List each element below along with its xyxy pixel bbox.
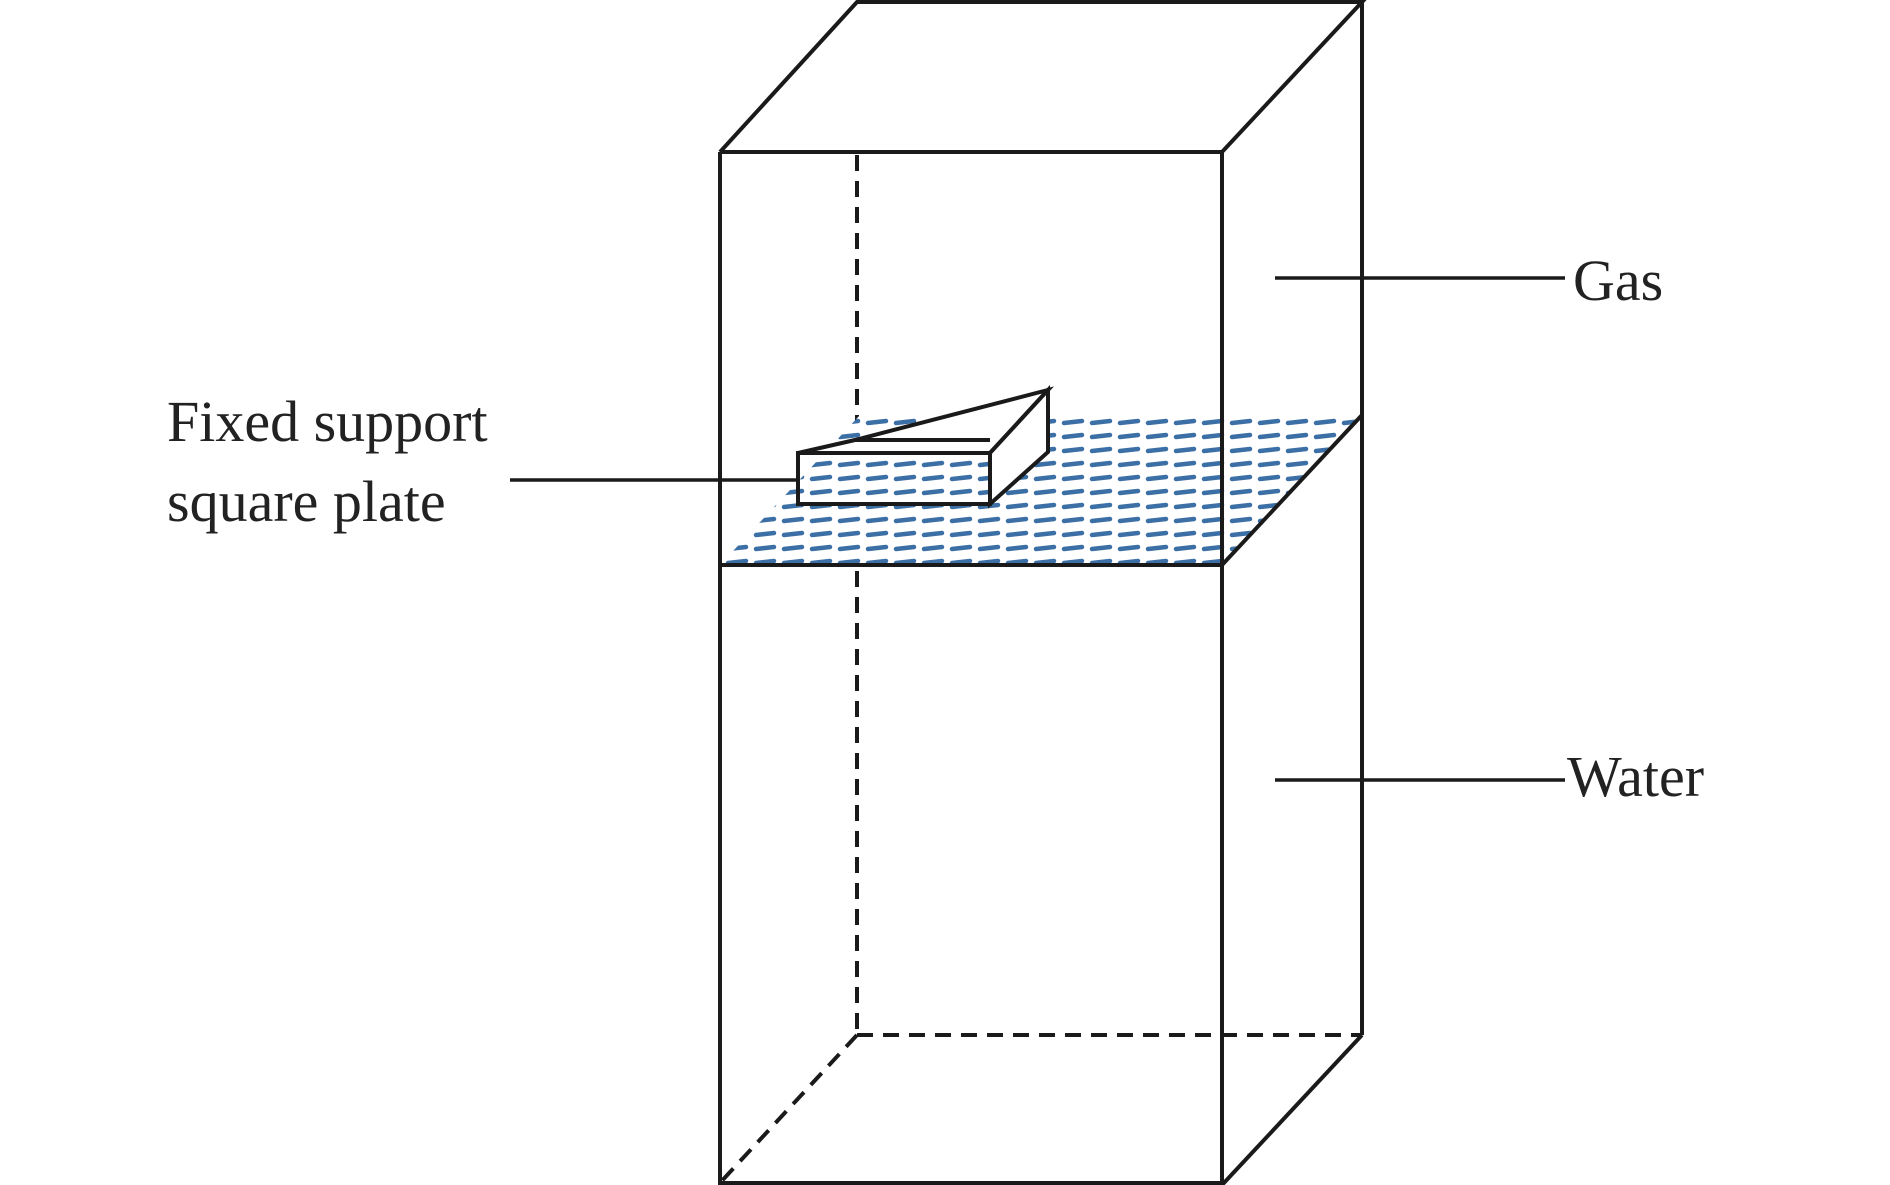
- gas-label: Gas: [1573, 248, 1663, 313]
- fixed-support-plate: [796, 384, 1055, 509]
- left-bottom-diagonal-hidden: [716, 1033, 859, 1185]
- water-line-right-diagonal: [1220, 413, 1364, 567]
- hidden-edges: [716, 155, 1362, 1185]
- plate-front-face: [796, 451, 992, 506]
- water-label: Water: [1567, 744, 1704, 809]
- tank-top-face: [718, 0, 1367, 154]
- plate-label-line2: square plate: [167, 469, 446, 534]
- tank-outline: [718, 0, 1367, 1185]
- plate-label-line1: Fixed support: [167, 389, 488, 454]
- right-bottom-diagonal: [1220, 1033, 1364, 1185]
